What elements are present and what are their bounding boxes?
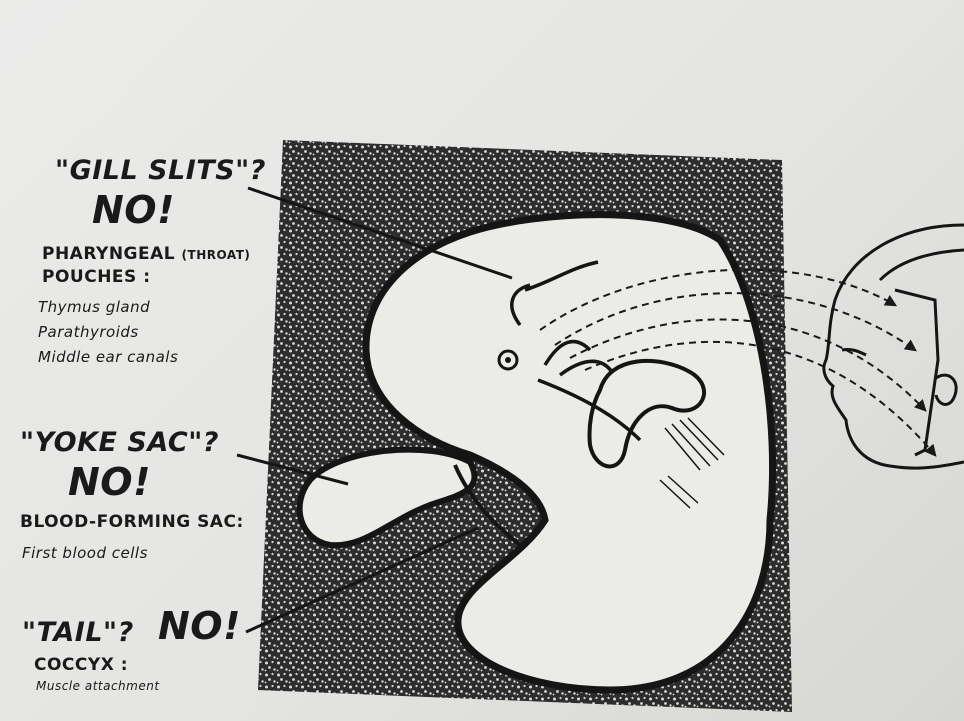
- tail-question: "TAIL"?: [22, 617, 134, 648]
- human-head-profile: [824, 225, 964, 468]
- yolk-question: "YOKE SAC"?: [20, 427, 219, 458]
- tail-heading: COCCYX :: [34, 655, 128, 675]
- tail-item: Muscle attachment: [36, 679, 160, 693]
- gill-item: Parathyroids: [38, 323, 139, 341]
- gill-question: "GILL SLITS"?: [55, 155, 266, 186]
- gill-item: Thymus gland: [38, 298, 150, 316]
- yolk-item: First blood cells: [22, 544, 148, 562]
- embryo-eye: [499, 351, 517, 369]
- gill-answer: NO!: [92, 188, 175, 232]
- yolk-heading: BLOOD-FORMING SAC:: [20, 512, 244, 532]
- gill-heading-line2: POUCHES :: [42, 267, 151, 287]
- gill-heading-paren: (THROAT): [182, 248, 251, 262]
- tail-answer: NO!: [158, 604, 241, 648]
- yolk-answer: NO!: [68, 460, 151, 504]
- gill-heading-main: PHARYNGEAL: [42, 244, 182, 264]
- gill-heading: PHARYNGEAL (THROAT): [42, 244, 250, 264]
- gill-item: Middle ear canals: [38, 348, 178, 366]
